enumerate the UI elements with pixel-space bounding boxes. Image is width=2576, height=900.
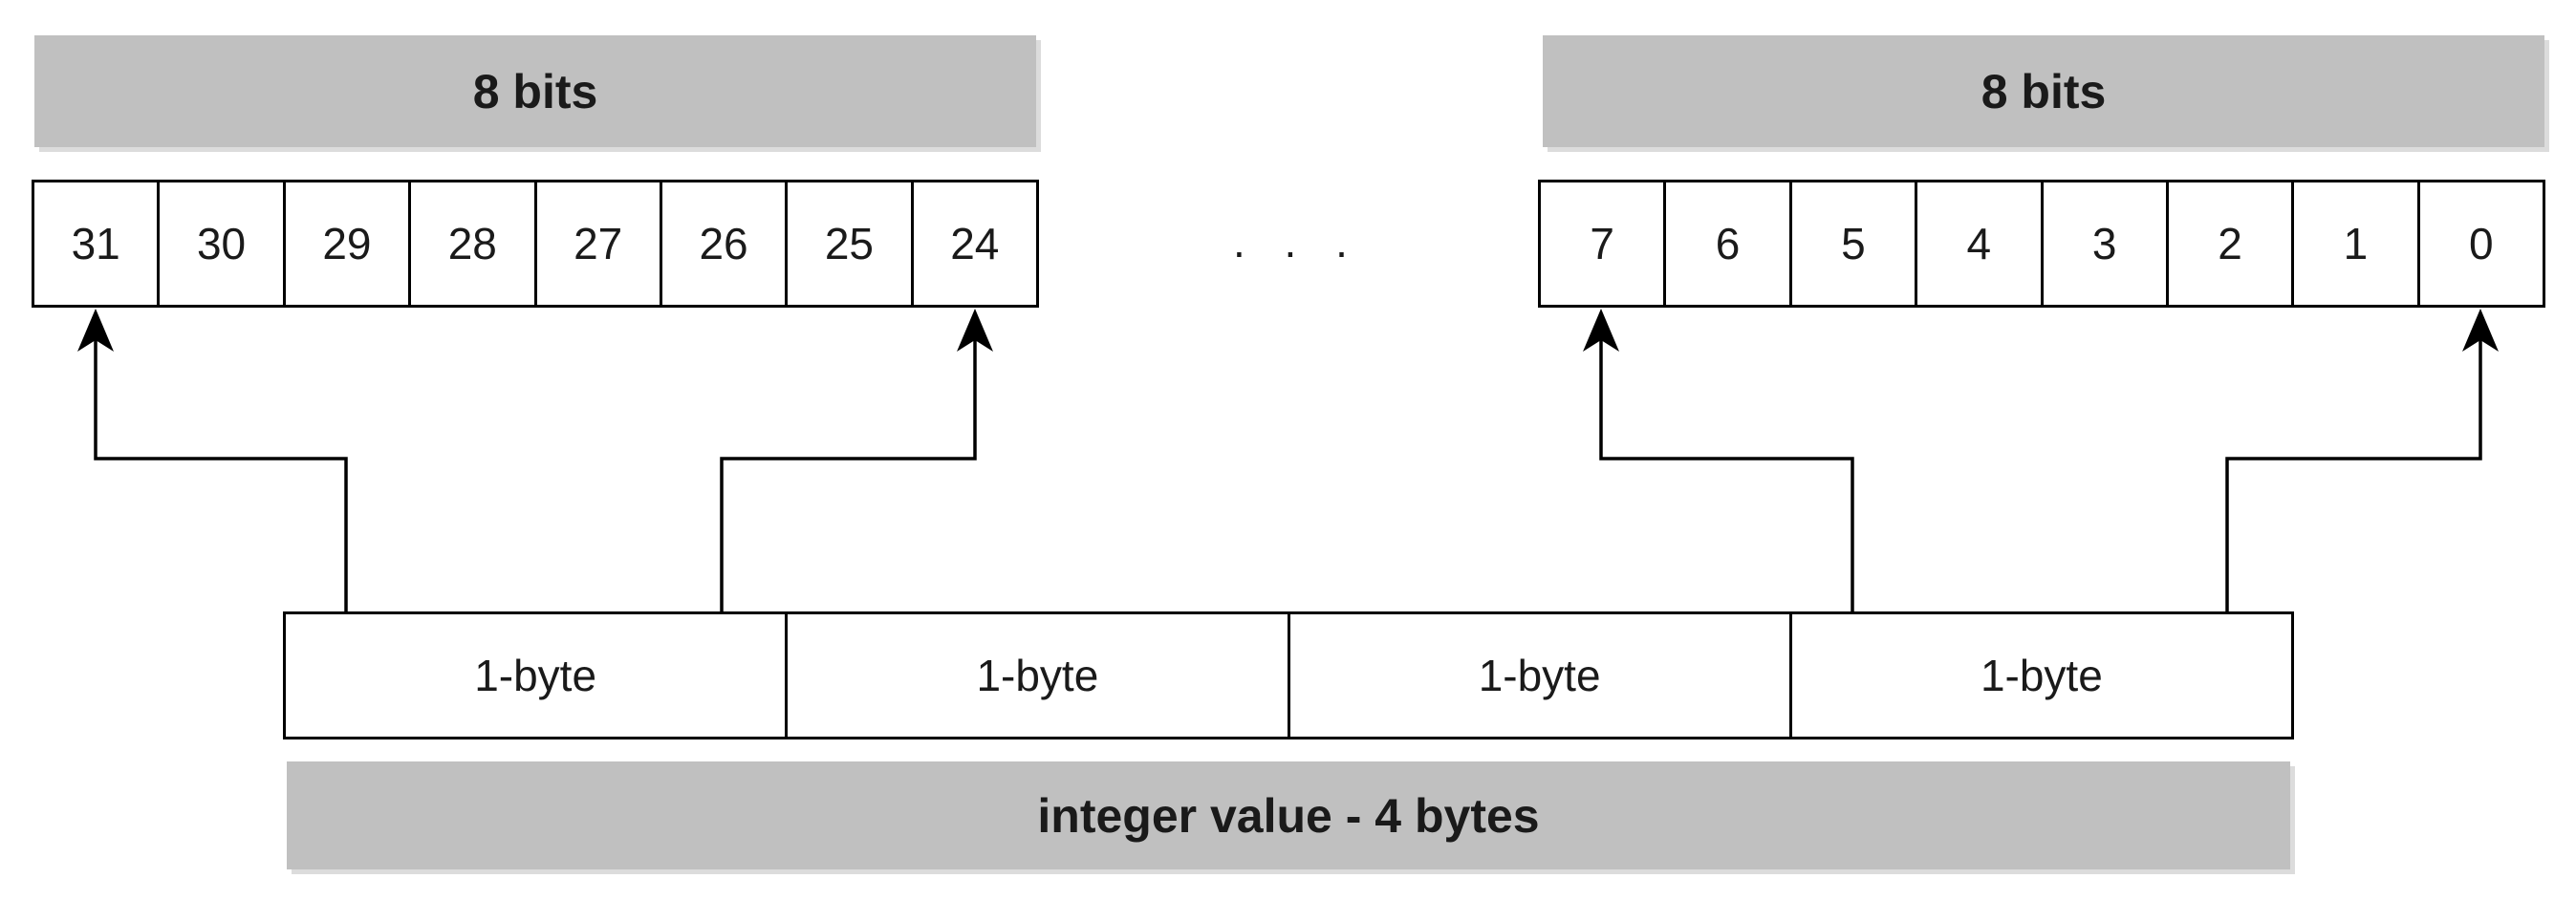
bit-cell: 30 <box>160 182 286 305</box>
bit-cell: 6 <box>1666 182 1792 305</box>
ellipsis: . . . <box>1233 217 1361 267</box>
arrowhead-icon <box>77 309 114 352</box>
byte-cell: 1-byte <box>788 614 1290 737</box>
right-bits-header: 8 bits <box>1543 35 2544 147</box>
bit-cell: 29 <box>286 182 412 305</box>
bit-cell: 0 <box>2469 219 2494 268</box>
arrow-to-bit-7 <box>1599 330 1854 613</box>
bit-cell: 25 <box>788 182 914 305</box>
integer-value-label: integer value - 4 bytes <box>1037 788 1540 843</box>
arrow-to-bit-31 <box>94 330 348 613</box>
arrowhead-icon <box>1583 309 1619 352</box>
bit-cell: 5 <box>1792 182 1918 305</box>
arrow-to-bit-0 <box>2225 330 2482 613</box>
byte-cell: 1-byte <box>286 614 789 737</box>
bit-cell: 4 <box>1917 182 2044 305</box>
left-bits-header-label: 8 bits <box>472 64 598 118</box>
right-bits-header-label: 8 bits <box>1981 64 2107 118</box>
left-bit-row: 31 30 29 28 27 26 25 24 <box>32 180 1039 308</box>
arrowhead-icon <box>2462 309 2499 352</box>
arrowhead-icon <box>957 309 993 352</box>
byte-cell: 1-byte <box>1980 651 2103 700</box>
bit-cell: 3 <box>2044 182 2169 305</box>
arrow-to-bit-24 <box>720 330 977 613</box>
byte-row: 1-byte 1-byte 1-byte 1-byte <box>283 611 2294 739</box>
bit-cell: 28 <box>411 182 537 305</box>
bit-cell: 2 <box>2169 182 2295 305</box>
bit-cell: 7 <box>1541 182 1667 305</box>
left-bits-header: 8 bits <box>34 35 1036 147</box>
bit-cell: 24 <box>950 219 1000 268</box>
integer-value-footer: integer value - 4 bytes <box>287 761 2290 869</box>
bit-cell: 27 <box>537 182 662 305</box>
bit-cell: 1 <box>2294 182 2420 305</box>
bit-cell: 26 <box>662 182 789 305</box>
byte-cell: 1-byte <box>1290 614 1792 737</box>
right-bit-row: 7 6 5 4 3 2 1 0 <box>1538 180 2545 308</box>
bit-cell: 31 <box>34 182 161 305</box>
